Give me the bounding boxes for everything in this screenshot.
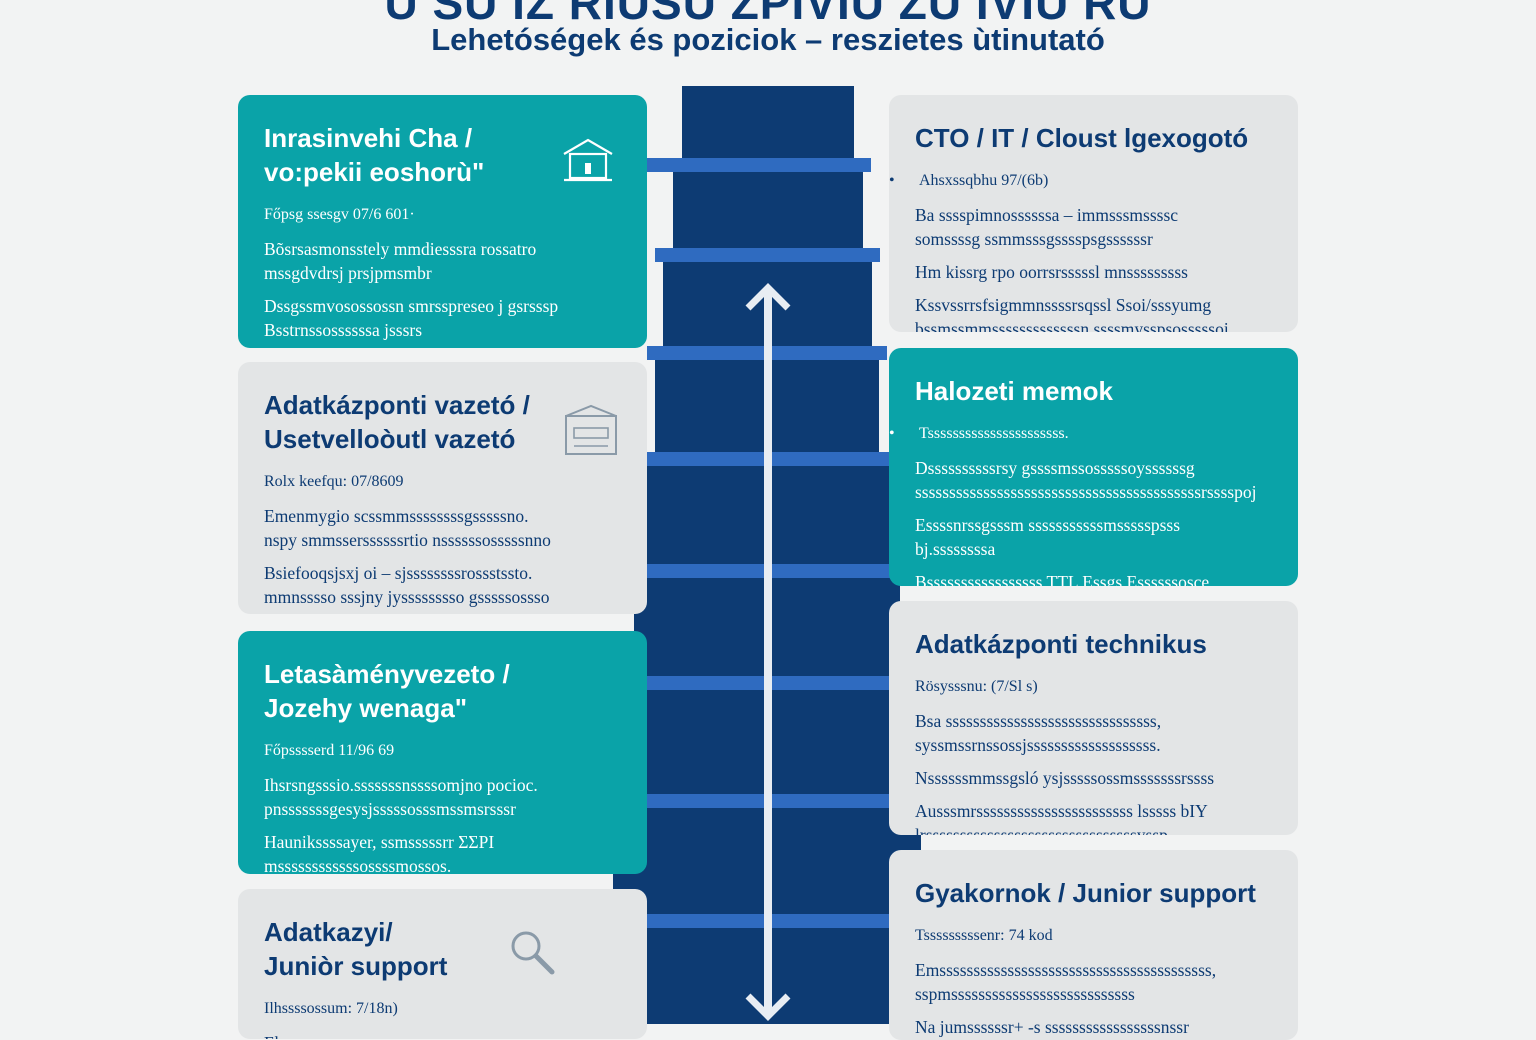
card-text: Essssnrssgsssm sssssssssssmssssspsss bj.… <box>915 515 1181 559</box>
tower-block <box>634 578 900 678</box>
card-meta: Tssssssssssssssssssssss. <box>889 422 1276 446</box>
tower-block <box>673 172 863 248</box>
card-title: Halozeti memok <box>915 376 1113 406</box>
card-meta: Főpsssserd 11/96 69 <box>264 742 395 759</box>
tower-block <box>624 690 912 796</box>
tower-ledge <box>637 452 897 466</box>
card-title: CTO / IT / Cloust lgexogotó <box>915 123 1249 153</box>
tower-ledge <box>665 158 871 172</box>
card-title: Gyakornok / Junior support <box>915 878 1256 908</box>
left-card-1: Inrasinvehi Cha / vo:pekii eoshorù" Főps… <box>238 95 647 348</box>
card-text: Nssssssmmssgsló ysjsssssossmsssssssrssss <box>915 768 1215 788</box>
tower-ledge <box>605 794 929 808</box>
left-card-3: Letasàményvezeto / Jozehy wenaga" Főpsss… <box>238 631 647 874</box>
card-text: Ebpsssssmsssssssssssssssssssssss <box>264 1031 625 1039</box>
card-text: Dssgssmvosossossn smrsspreseo j gsrsssp … <box>264 296 559 340</box>
card-meta: Ilhssssossum: 7/18n) <box>264 1000 398 1017</box>
right-card-3: Adatkázponti technikus Rösysssnu: (7/Sl … <box>889 601 1298 835</box>
right-card-2: Halozeti memok Tssssssssssssssssssssss. … <box>889 348 1298 586</box>
tower-block <box>613 808 921 915</box>
card-text: Na jumssssssr+ -s sssssssssssssssssnssr <box>915 1017 1189 1037</box>
card-meta: Rösysssnu: (7/Sl s) <box>915 678 1038 695</box>
card-title: Letasàményvezeto / Jozehy wenaga" <box>264 659 510 723</box>
card-title: Inrasinvehi Cha / vo:pekii eoshorù" <box>264 123 485 187</box>
card-meta: Tsssssssssenr: 74 kod <box>915 927 1053 944</box>
card-meta: Ahsxssqbhu 97/(6b) <box>889 169 1276 193</box>
tower-block <box>663 262 872 348</box>
card-text: Bsiefooqsjsxj oi – sjssssssssrossstssto.… <box>264 563 550 607</box>
building-icon <box>563 138 613 182</box>
card-text: Kssvssrrsfsigmmnssssrsqssl Ssoi/sssyumg … <box>915 295 1229 332</box>
arrow-up-head <box>745 283 791 311</box>
arrow-down-head <box>745 993 791 1021</box>
card-text: Ba sssspimnossssssa – immsssmssssc somss… <box>915 205 1179 249</box>
card-text: Ausssmrsssssssssssssssssssssss lsssss bI… <box>915 801 1208 835</box>
tower-block <box>645 466 889 566</box>
card-text: Bsa sssssssssssssssssssssssssssssss, sys… <box>915 711 1162 755</box>
card-title: Adatkázponti vazetó / Usetvelloòutl vaze… <box>264 390 530 454</box>
card-text: Hm kissrg rpo oorrsrsssssl mnsssssssss <box>915 262 1188 282</box>
card-meta: Rolx keefqu: 07/8609 <box>264 473 404 490</box>
tower-ledge <box>647 158 862 172</box>
left-card-4: Adatkazyi/ Juniòr support Ilhssssossum: … <box>238 889 647 1039</box>
left-card-2: Adatkázponti vazetó / Usetvelloòutl vaze… <box>238 362 647 614</box>
tower-block <box>682 86 854 160</box>
page-title: U SU IZ RIUSU ZPIVIU ZU IVIU RU <box>384 0 1152 29</box>
tower-block <box>655 360 879 454</box>
tower-ledge <box>647 346 887 360</box>
card-text: Bsssssssssssssssss TTL Essgs Essssssosce <box>915 572 1210 586</box>
card-title: Adatkázponti technikus <box>915 629 1207 659</box>
card-text: Dssssssssssrsy gssssmssosssssoyssssssg s… <box>915 458 1257 502</box>
card-text: Emssssssssssssssssssssssssssssssssssssss… <box>915 960 1217 1004</box>
tower-ledge <box>626 564 908 578</box>
card-text: Ihsrsngsssio.sssssssnssssomjno pocioc. p… <box>264 775 538 819</box>
card-meta: Főpsg ssesgv 07/6 601· <box>264 206 415 223</box>
server-box-icon <box>565 404 617 455</box>
right-card-1: CTO / IT / Cloust lgexogotó Ahsxssqbhu 9… <box>889 95 1298 332</box>
tower-block <box>600 928 935 1024</box>
tower-ledge <box>655 248 880 262</box>
page-subtitle: Lehetóségek és poziciok – reszietes ùtin… <box>431 22 1105 57</box>
card-title: Adatkazyi/ Juniòr support <box>264 917 448 981</box>
right-card-4: Gyakornok / Junior support Tsssssssssenr… <box>889 850 1298 1040</box>
card-text: Bõsrsasmonsstely mmdiesssra rossatro mss… <box>264 239 537 283</box>
tower-ledge <box>616 676 920 690</box>
card-text: Emenmygio scssmmssssssssgsssssno. nspy s… <box>264 506 551 550</box>
card-text: Haunikssssayer, ssmsssssrr ΣΣΡΙ msssssss… <box>264 832 495 874</box>
magnifier-icon <box>511 931 555 975</box>
vertical-arrow-icon <box>745 283 791 1021</box>
